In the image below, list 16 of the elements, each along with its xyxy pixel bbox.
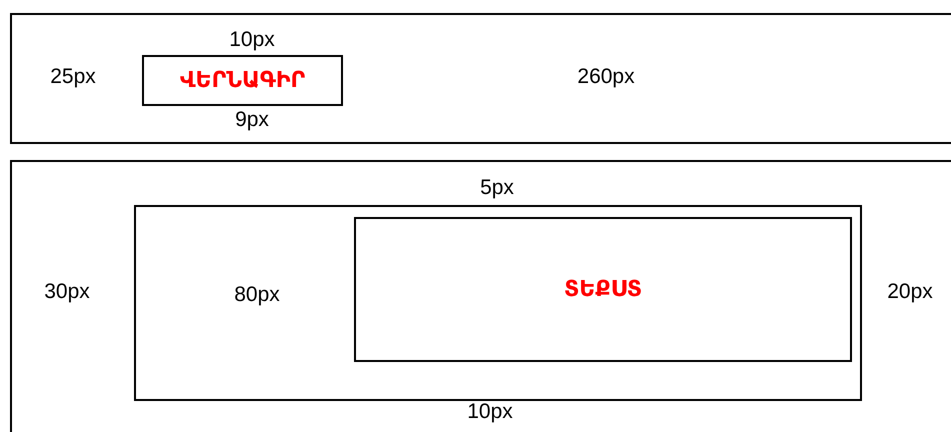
container-box-outline: [10, 160, 951, 432]
dimension-label: 260px: [577, 65, 635, 89]
box-label: ՏԵՔՍՏ: [564, 277, 642, 302]
dimension-label: 80px: [234, 283, 280, 307]
dimension-label: 10px: [467, 400, 513, 424]
dimension-label: 20px: [887, 280, 933, 304]
dimension-label: 10px: [229, 28, 275, 52]
container-box-outline: [10, 13, 951, 144]
content-box: [142, 55, 343, 106]
dimension-label: 30px: [44, 280, 90, 304]
dimension-label: 25px: [50, 65, 96, 89]
box-label: ՎԵՐՆԱԳԻՐ: [180, 68, 306, 93]
content-box: [354, 217, 852, 362]
dimension-label: 9px: [235, 108, 269, 132]
container-box-outline: [134, 205, 862, 401]
dimension-label: 5px: [480, 176, 514, 200]
